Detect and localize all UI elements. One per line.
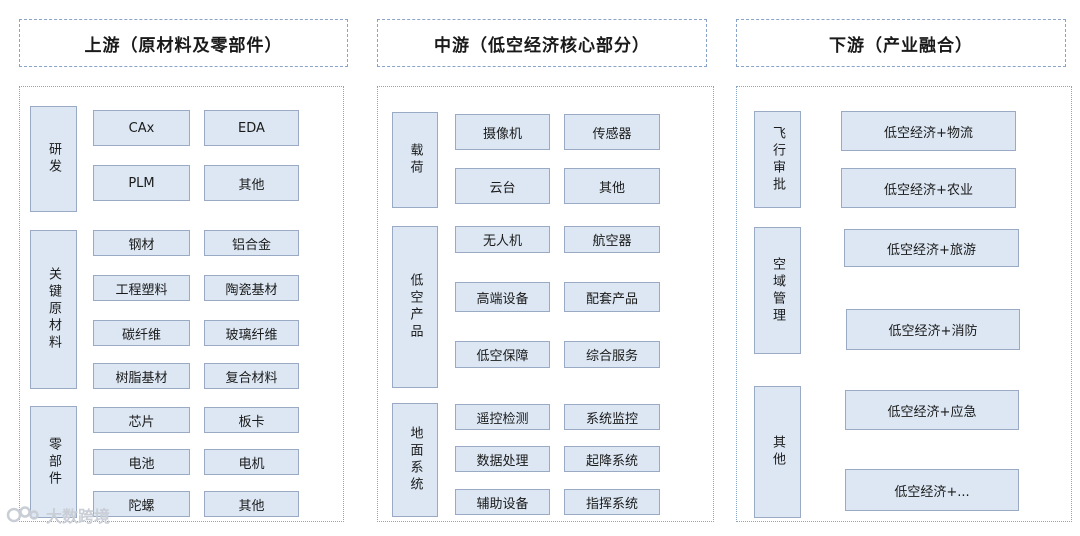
item-command-system: 指挥系统: [564, 489, 660, 515]
item-plm: PLM: [93, 165, 190, 201]
item-motor: 电机: [204, 449, 299, 475]
watermark: 大数跨境: [6, 500, 146, 530]
item-system-monitoring: 系统监控: [564, 404, 660, 430]
item-logistics: 低空经济+物流: [841, 111, 1016, 151]
header-upstream: 上游（原材料及零部件）: [19, 19, 348, 67]
item-high-end-equipment: 高端设备: [455, 282, 550, 312]
item-emergency: 低空经济+应急: [845, 390, 1019, 430]
item-fire-fighting: 低空经济+消防: [846, 309, 1020, 350]
item-composite: 复合材料: [204, 363, 299, 389]
item-resin: 树脂基材: [93, 363, 190, 389]
item-battery: 电池: [93, 449, 190, 475]
item-data-processing: 数据处理: [455, 446, 550, 472]
item-camera: 摄像机: [455, 114, 550, 150]
item-more: 低空经济+...: [845, 469, 1019, 511]
item-components-other: 其他: [204, 491, 299, 517]
item-carbon-fiber: 碳纤维: [93, 320, 190, 346]
header-downstream: 下游（产业融合）: [736, 19, 1066, 67]
item-engineering-plastic: 工程塑料: [93, 275, 190, 301]
category-payload: 载荷: [392, 112, 438, 208]
item-steel: 钢材: [93, 230, 190, 256]
item-gyro: 陀螺: [93, 491, 190, 517]
category-key-materials: 关键原材料: [30, 230, 77, 389]
item-glass-fiber: 玻璃纤维: [204, 320, 299, 346]
item-integrated-services: 综合服务: [564, 341, 660, 368]
item-low-altitude-support: 低空保障: [455, 341, 550, 368]
item-cax: CAx: [93, 110, 190, 146]
item-tourism: 低空经济+旅游: [844, 229, 1019, 267]
item-auxiliary-equipment: 辅助设备: [455, 489, 550, 515]
item-eda: EDA: [204, 110, 299, 146]
logo-icon: [6, 506, 39, 523]
item-payload-other: 其他: [564, 168, 660, 204]
category-flight-approval: 飞行审批: [754, 111, 801, 208]
category-ground-systems: 地面系统: [392, 403, 438, 517]
item-supporting-products: 配套产品: [564, 282, 660, 312]
item-sensor: 传感器: [564, 114, 660, 150]
category-rnd: 研发: [30, 106, 77, 212]
item-remote-detection: 遥控检测: [455, 404, 550, 430]
item-agriculture: 低空经济+农业: [841, 168, 1016, 208]
item-gimbal: 云台: [455, 168, 550, 204]
category-airspace-management: 空域管理: [754, 227, 801, 354]
item-drone: 无人机: [455, 226, 550, 253]
header-midstream: 中游（低空经济核心部分）: [377, 19, 707, 67]
item-board: 板卡: [204, 407, 299, 433]
watermark-text: 大数跨境: [46, 507, 111, 526]
item-aluminum: 铝合金: [204, 230, 299, 256]
item-ceramic: 陶瓷基材: [204, 275, 299, 301]
item-chip: 芯片: [93, 407, 190, 433]
item-rnd-other: 其他: [204, 165, 299, 201]
category-low-altitude-products: 低空产品: [392, 226, 438, 388]
item-takeoff-landing: 起降系统: [564, 446, 660, 472]
category-downstream-other: 其他: [754, 386, 801, 518]
category-components: 零部件: [30, 406, 77, 518]
item-aircraft: 航空器: [564, 226, 660, 253]
